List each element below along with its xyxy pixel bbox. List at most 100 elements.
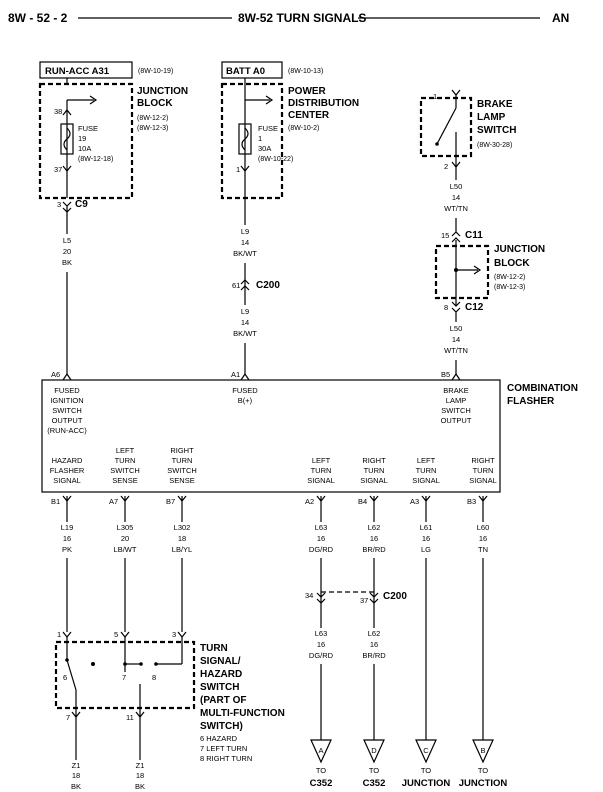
svg-text:16: 16 bbox=[317, 534, 325, 543]
hazard-contact bbox=[66, 659, 77, 691]
model-code: AN bbox=[552, 11, 569, 25]
pin-b1: B1 bbox=[51, 497, 60, 506]
terminal-a-letter: A bbox=[318, 746, 323, 755]
svg-text:OUTPUT: OUTPUT bbox=[441, 416, 472, 425]
brake-title-2: LAMP bbox=[477, 112, 506, 123]
c12-connector: C12 bbox=[465, 302, 484, 313]
ts-inner-7: 7 bbox=[122, 673, 126, 682]
junction-block-top-outline bbox=[38, 82, 134, 200]
svg-text:BR/RD: BR/RD bbox=[362, 651, 386, 660]
terminal-c-letter: C bbox=[423, 746, 429, 755]
svg-text:SIGNAL: SIGNAL bbox=[53, 476, 81, 485]
flasher-label-a7: LEFT TURN SWITCH SENSE bbox=[110, 446, 140, 485]
terminal-d bbox=[363, 739, 385, 764]
jb-top-ref-2: (8W-12-3) bbox=[137, 125, 168, 132]
ts-pin-1: 1 bbox=[57, 630, 61, 639]
svg-text:TURN: TURN bbox=[172, 456, 193, 465]
svg-text:L50: L50 bbox=[450, 324, 463, 333]
svg-text:DG/RD: DG/RD bbox=[309, 545, 334, 554]
terminal-c bbox=[415, 739, 437, 764]
svg-text:20: 20 bbox=[63, 247, 71, 256]
flasher-title-1: COMBINATION bbox=[507, 383, 578, 394]
brake-ref: (8W-30-28) bbox=[477, 142, 512, 149]
svg-text:L63: L63 bbox=[315, 523, 328, 532]
ts-title-7: SWITCH) bbox=[200, 721, 243, 732]
pin-a1: A1 bbox=[231, 370, 240, 379]
jb-top-title-2: BLOCK bbox=[137, 98, 173, 109]
batt-label: BATT A0 bbox=[226, 66, 265, 77]
pdc-title-3: CENTER bbox=[288, 110, 330, 121]
svg-text:L63: L63 bbox=[315, 629, 328, 638]
pdc-title-1: POWER bbox=[288, 86, 327, 97]
brake-switch-pin-top: 1 bbox=[433, 92, 437, 101]
svg-text:SIGNAL: SIGNAL bbox=[307, 476, 335, 485]
c200-lower-pin-left: 34 bbox=[305, 591, 313, 600]
svg-text:BRAKE: BRAKE bbox=[443, 386, 468, 395]
c200-upper-connector: C200 bbox=[256, 280, 280, 291]
pin-b5: B5 bbox=[441, 370, 450, 379]
run-acc-source-box bbox=[39, 61, 133, 79]
terminal-c-to: TO bbox=[421, 766, 431, 775]
svg-text:SWITCH: SWITCH bbox=[110, 466, 140, 475]
ts-title-1: TURN bbox=[200, 643, 228, 654]
svg-text:RIGHT: RIGHT bbox=[362, 456, 386, 465]
svg-text:SENSE: SENSE bbox=[169, 476, 194, 485]
brake-switch-pin-bottom: 2 bbox=[444, 162, 448, 171]
c200-lower-connector: C200 bbox=[383, 591, 407, 602]
svg-text:LAMP: LAMP bbox=[446, 396, 466, 405]
combination-flasher-box bbox=[41, 379, 501, 493]
svg-text:16: 16 bbox=[479, 534, 487, 543]
fuse-1-label: FUSE bbox=[258, 124, 278, 133]
svg-text:LG: LG bbox=[421, 545, 431, 554]
pin-a2: A2 bbox=[305, 497, 314, 506]
page-number: 8W - 52 - 2 bbox=[8, 11, 68, 25]
flasher-label-a2: LEFT TURN SIGNAL bbox=[307, 456, 335, 485]
svg-text:18: 18 bbox=[72, 771, 80, 780]
c12-pin: 8 bbox=[444, 303, 448, 312]
svg-text:L62: L62 bbox=[368, 629, 381, 638]
c200-upper-pin: 61 bbox=[232, 281, 240, 290]
svg-text:B(+): B(+) bbox=[238, 396, 253, 405]
svg-text:SIGNAL: SIGNAL bbox=[469, 476, 497, 485]
run-acc-ref: (8W-10-19) bbox=[138, 68, 173, 75]
fuse-1-rating: 30A bbox=[258, 144, 271, 153]
svg-text:FLASHER: FLASHER bbox=[50, 466, 85, 475]
svg-text:14: 14 bbox=[452, 335, 460, 344]
svg-text:FUSED: FUSED bbox=[54, 386, 80, 395]
jb-pin-in: 38 bbox=[54, 107, 62, 116]
brake-title-3: SWITCH bbox=[477, 125, 516, 136]
page-title: 8W-52 TURN SIGNALS bbox=[238, 11, 366, 25]
svg-text:16: 16 bbox=[63, 534, 71, 543]
svg-text:BK: BK bbox=[135, 782, 145, 791]
svg-text:WT/TN: WT/TN bbox=[444, 346, 468, 355]
terminal-a-dest: C352 bbox=[310, 778, 333, 789]
jb-right-ref-1: (8W-12-2) bbox=[494, 274, 525, 281]
ts-title-4: SWITCH bbox=[200, 682, 239, 693]
ts-legend-left: 7 LEFT TURN bbox=[200, 744, 247, 753]
svg-text:SIGNAL: SIGNAL bbox=[412, 476, 440, 485]
jb-right-title-1: JUNCTION bbox=[494, 244, 545, 255]
flasher-label-b4: RIGHT TURN SIGNAL bbox=[360, 456, 388, 485]
ts-title-5: (PART OF bbox=[200, 695, 246, 706]
svg-text:OUTPUT: OUTPUT bbox=[52, 416, 83, 425]
jb-pin-out: 37 bbox=[54, 165, 62, 174]
terminal-d-letter: D bbox=[371, 746, 377, 755]
svg-text:LEFT: LEFT bbox=[312, 456, 331, 465]
svg-text:Z1: Z1 bbox=[136, 761, 145, 770]
pin-b3: B3 bbox=[467, 497, 476, 506]
svg-text:L19: L19 bbox=[61, 523, 74, 532]
svg-text:18: 18 bbox=[136, 771, 144, 780]
terminal-a-to: TO bbox=[316, 766, 326, 775]
brake-lamp-switch-outline bbox=[419, 96, 473, 158]
fuse-1-ref: (8W-10-22) bbox=[258, 156, 293, 163]
flasher-label-b3: RIGHT TURN SIGNAL bbox=[469, 456, 497, 485]
jb-top-title-1: JUNCTION bbox=[137, 86, 188, 97]
svg-text:18: 18 bbox=[178, 534, 186, 543]
terminal-d-to: TO bbox=[369, 766, 379, 775]
svg-text:16: 16 bbox=[422, 534, 430, 543]
run-acc-label: RUN-ACC A31 bbox=[45, 66, 110, 77]
ts-pin-bottom-7: 7 bbox=[66, 713, 70, 722]
fuse-19-ref: (8W-12-18) bbox=[78, 156, 113, 163]
svg-text:16: 16 bbox=[370, 534, 378, 543]
